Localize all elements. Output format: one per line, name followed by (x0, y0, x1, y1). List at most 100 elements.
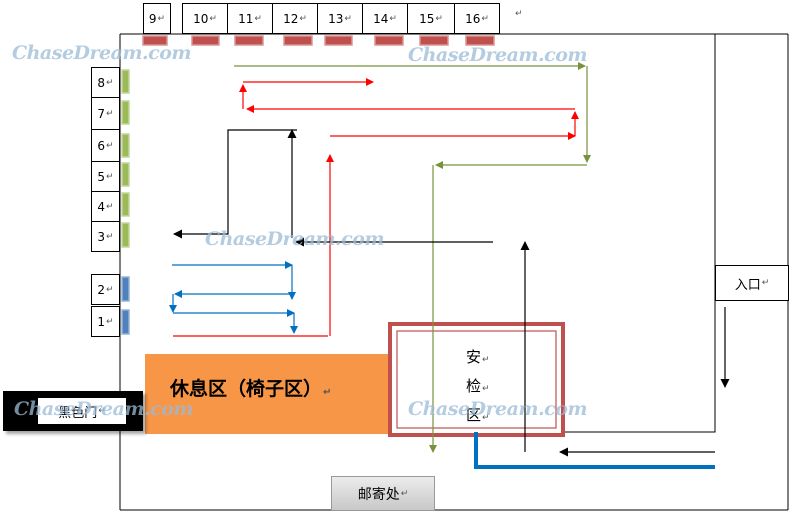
paragraph-mark: ↵ (482, 355, 490, 365)
window-15: 15↵ (407, 3, 455, 34)
window-marker (121, 222, 130, 248)
black-route (173, 129, 730, 457)
blue-route (169, 261, 298, 334)
paragraph-mark: ↵ (400, 488, 409, 499)
window-4: 4↵ (91, 191, 120, 222)
paragraph-mark: ↵ (344, 13, 352, 24)
paragraph-mark: ↵ (323, 387, 332, 398)
top-window-markers (142, 35, 495, 46)
window-10: 10↵ (182, 3, 228, 34)
window-marker (121, 69, 130, 94)
mail-office-label: 邮寄处 (357, 486, 400, 503)
watermark: ChaseDream.com (408, 398, 587, 420)
route-segment (173, 129, 297, 239)
paragraph-mark: ↵ (157, 13, 166, 24)
window-16: 16↵ (454, 3, 500, 34)
lounge-label-wrap: 休息区（椅子区）↵ (170, 374, 331, 401)
window-label: 12 (283, 11, 299, 26)
paragraph-mark: ↵ (761, 278, 770, 288)
window-marker (191, 35, 220, 46)
window-label: 4 (97, 199, 106, 214)
paragraph-mark: ↵ (106, 140, 114, 151)
security-char: 安 (466, 348, 482, 366)
window-marker (121, 133, 130, 158)
window-marker (324, 35, 353, 46)
paragraph-mark: ↵ (106, 284, 114, 295)
window-label: 6 (97, 138, 106, 153)
blue-exit-path (474, 432, 715, 469)
window-marker (234, 35, 264, 46)
paragraph-mark: ↵ (209, 13, 217, 24)
window-label: 5 (97, 169, 106, 184)
window-marker (465, 35, 495, 46)
window-3: 3↵ (91, 221, 120, 252)
red-route (173, 78, 579, 337)
paragraph-mark: ↵ (435, 13, 443, 24)
paragraph-mark: ↵ (106, 316, 114, 327)
security-label: 安↵ 检↵ 区↵ (466, 344, 490, 431)
watermark: ChaseDream.com (408, 44, 587, 66)
paragraph-mark: ↵ (98, 406, 106, 416)
lounge-area (145, 354, 390, 434)
black-door-label: 黑色门 (58, 405, 98, 421)
room-outline (120, 33, 716, 433)
window-marker (283, 35, 313, 46)
window-11: 11↵ (227, 3, 273, 34)
window-marker (121, 100, 130, 125)
paragraph-mark: ↵ (106, 108, 114, 119)
window-9: 9↵ (143, 3, 171, 34)
window-7: 7↵ (91, 97, 120, 130)
window-label: 2 (97, 282, 106, 297)
window-5: 5↵ (91, 161, 120, 192)
left-window-markers (121, 69, 130, 335)
window-marker (121, 192, 130, 217)
window-label: 16 (465, 11, 481, 26)
paragraph-mark: ↵ (106, 77, 114, 88)
window-13: 13↵ (317, 3, 363, 34)
window-label: 9 (148, 11, 157, 26)
window-14: 14↵ (362, 3, 408, 34)
window-2: 2↵ (91, 274, 120, 305)
watermark: ChaseDream.com (14, 398, 193, 420)
window-marker (121, 309, 130, 335)
window-marker (121, 162, 130, 187)
window-label: 11 (238, 11, 254, 26)
window-marker (121, 276, 130, 302)
paragraph-mark: ↵ (106, 201, 114, 212)
entrance-label: 入口 (734, 277, 761, 293)
window-12: 12↵ (272, 3, 318, 34)
window-marker (419, 35, 449, 46)
window-label: 10 (193, 11, 209, 26)
security-char: 区 (466, 406, 482, 424)
paragraph-mark: ↵ (482, 413, 490, 423)
window-8: 8↵ (91, 67, 120, 98)
window-label: 7 (97, 106, 106, 121)
window-label: 14 (373, 11, 389, 26)
watermark: ChaseDream.com (205, 228, 384, 250)
window-label: 13 (328, 11, 344, 26)
black-door-label-box: 黑色门↵ (38, 398, 126, 424)
window-marker (374, 35, 404, 46)
paragraph-mark: ↵ (389, 13, 397, 24)
security-zone-inner (396, 330, 557, 429)
window-marker (142, 35, 168, 46)
window-label: 15 (419, 11, 435, 26)
mail-office: 邮寄处↵ (331, 476, 435, 511)
paragraph-mark: ↵ (482, 384, 490, 394)
lounge-label: 休息区（椅子区） (170, 378, 323, 400)
paragraph-mark: ↵ (299, 13, 307, 24)
paragraph-mark: ↵ (254, 13, 262, 24)
window-label: 8 (97, 75, 106, 90)
window-6: 6↵ (91, 129, 120, 162)
paragraph-mark: ↵ (515, 9, 523, 19)
window-label: 1 (97, 314, 106, 329)
paragraph-mark: ↵ (106, 171, 114, 182)
entrance-box: 入口↵ (715, 265, 789, 301)
security-char: 检 (466, 377, 482, 395)
window-1: 1↵ (91, 306, 120, 337)
paragraph-mark: ↵ (481, 13, 489, 24)
window-label: 3 (97, 229, 106, 244)
green-route (234, 62, 591, 453)
paragraph-mark: ↵ (106, 231, 114, 242)
